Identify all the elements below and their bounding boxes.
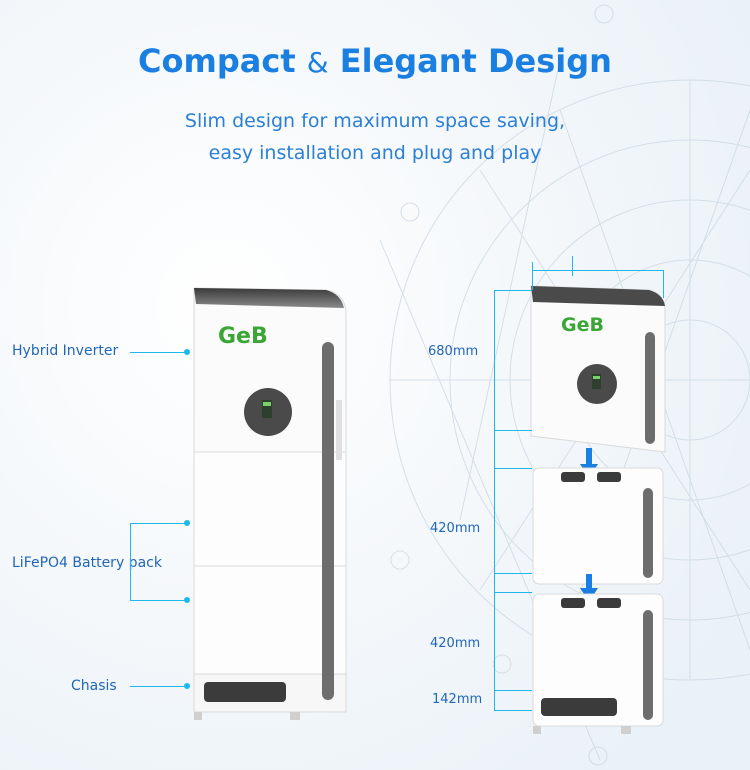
dim-tick-battery2-bottom [494,690,532,691]
assembled-unit-illustration [193,287,347,720]
dim-tick-battery1-bottom [494,573,532,574]
exploded-unit-illustration [530,285,666,734]
leader-dot-battery-2 [184,597,190,603]
subtitle-line-2: easy installation and plug and play [208,142,542,164]
callout-hybrid-inverter: Hybrid Inverter [12,343,119,359]
width-dim-left-tick [532,262,533,290]
title-part-compact: Compact [138,42,296,80]
dim-tick-top [494,290,532,291]
title-part-elegant: Elegant Design [339,42,612,80]
page-title: Compact & Elegant Design [0,42,750,80]
brand-logo-right: GeB [561,314,604,336]
leader-dot-inverter [184,349,190,355]
dim-label-battery-1: 420mm [430,521,481,536]
bracket-battery-bottom [130,600,186,601]
callout-chasis: Chasis [71,678,117,694]
title-ampersand: & [306,46,329,79]
subtitle-line-1: Slim design for maximum space saving, [184,110,566,132]
width-dim-right-tick [663,270,664,298]
dim-tick-chasis-bottom [494,710,532,711]
leader-dot-chasis [184,683,190,689]
width-dim-center [572,256,573,276]
bracket-battery-vertical [130,523,131,601]
dim-tick-battery2-top [494,592,532,593]
dim-label-chasis: 142mm [432,692,483,707]
dim-tick-battery1-top [494,468,532,469]
brand-logo-left: GeB [218,324,268,349]
bracket-battery-top [130,523,186,524]
leader-line-chasis [130,686,186,687]
leader-line-inverter [130,352,186,353]
width-dim-horizontal [532,270,664,271]
dim-tick-inverter-bottom [494,430,532,431]
dim-label-inverter: 680mm [428,344,479,359]
leader-dot-battery-1 [184,520,190,526]
dim-label-battery-2: 420mm [430,636,481,651]
dim-bracket-vertical [494,290,495,710]
callout-battery-pack: LiFePO4 Battery pack [12,555,162,571]
